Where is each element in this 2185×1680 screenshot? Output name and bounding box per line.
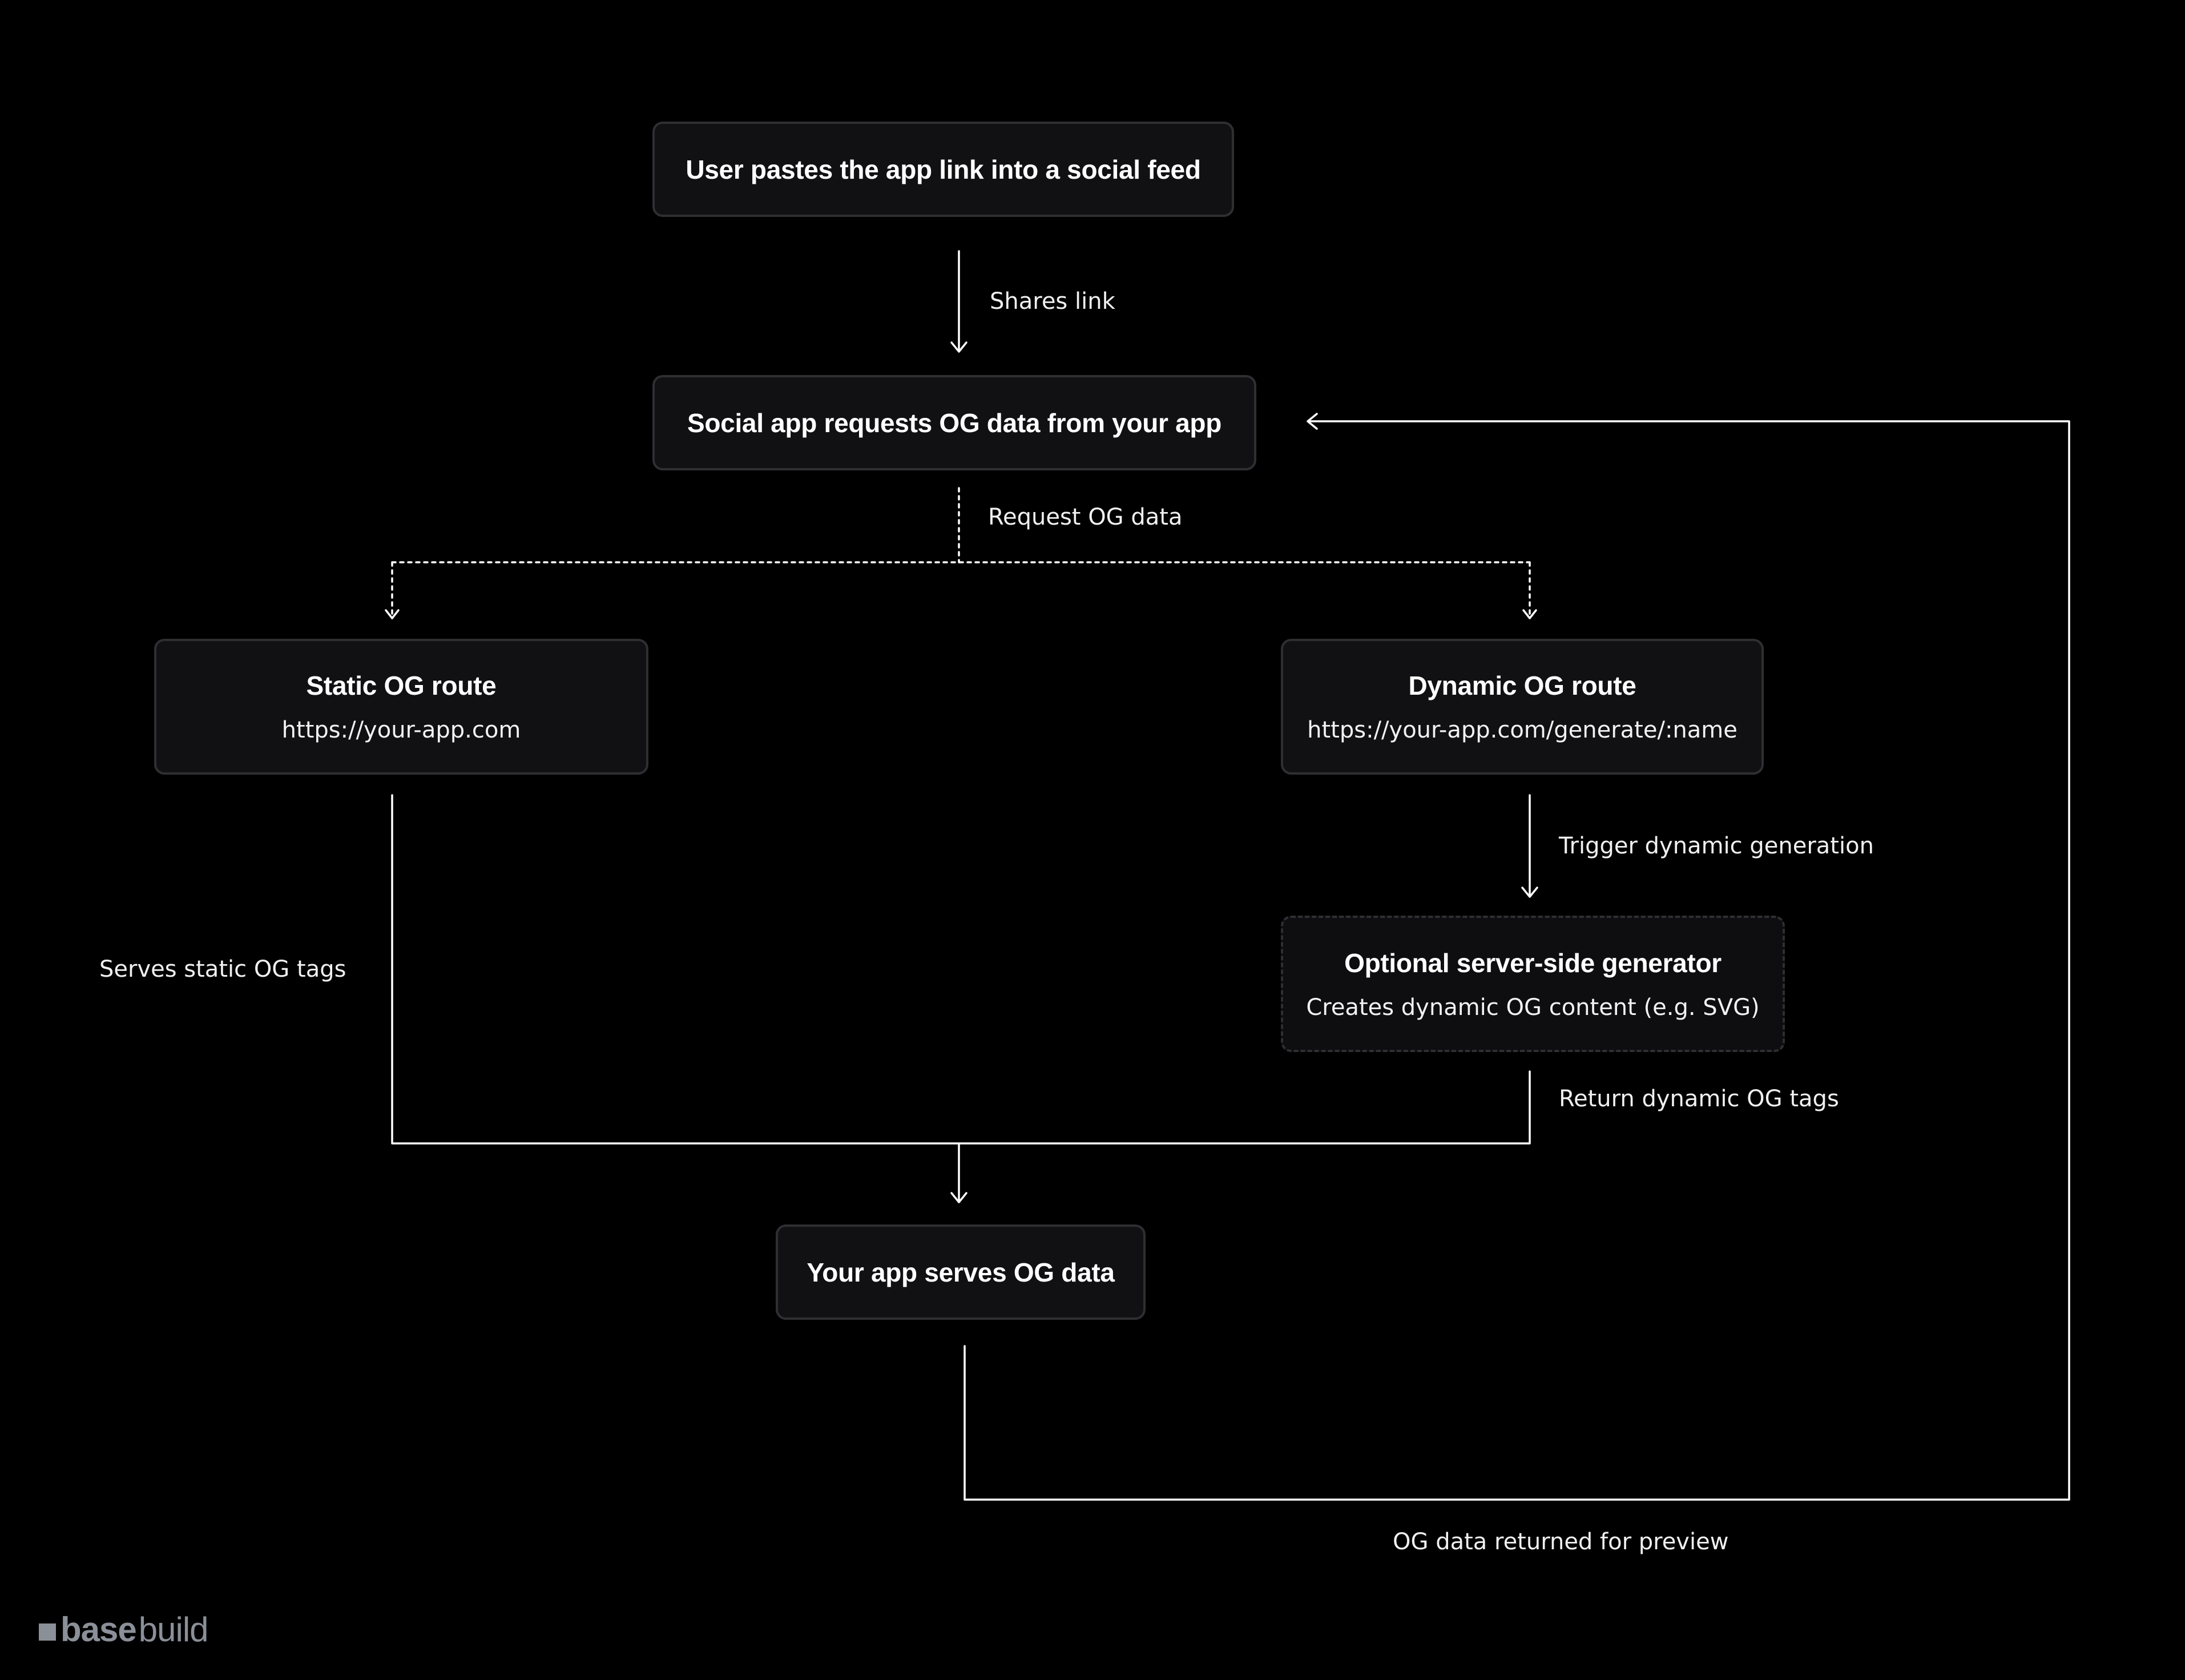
arrowhead-dynamic-route [1522, 609, 1537, 619]
node-server-side-generator: Optional server-side generator Creates d… [1281, 916, 1785, 1052]
node-subtitle: https://your-app.com [281, 717, 521, 743]
label-shares-link: Shares link [990, 288, 1115, 315]
node-title: Social app requests OG data from your ap… [687, 408, 1222, 438]
node-dynamic-og-route: Dynamic OG route https://your-app.com/ge… [1281, 639, 1764, 775]
label-og-data-returned: OG data returned for preview [1393, 1529, 1729, 1555]
label-request-og-data: Request OG data [988, 504, 1183, 530]
node-subtitle: Creates dynamic OG content (e.g. SVG) [1306, 994, 1760, 1021]
node-title: User pastes the app link into a social f… [686, 154, 1201, 184]
base-build-logo: base build [39, 1610, 209, 1649]
logo-square-icon [39, 1623, 56, 1641]
node-title: Static OG route [306, 671, 497, 700]
logo-word-build: build [138, 1610, 209, 1649]
label-return-dynamic-og-tags: Return dynamic OG tags [1559, 1086, 1839, 1112]
node-title: Dynamic OG route [1408, 671, 1636, 700]
connector-request-og [391, 487, 1531, 619]
label-serves-static-og-tags: Serves static OG tags [99, 956, 346, 982]
arrowhead-generator [1521, 887, 1538, 898]
node-user-pastes-link: User pastes the app link into a social f… [652, 122, 1234, 217]
node-social-app-requests: Social app requests OG data from your ap… [652, 375, 1256, 470]
arrowhead-shares-link [950, 341, 967, 353]
connector-merge [391, 794, 1531, 1203]
node-subtitle: https://your-app.com/generate/:name [1307, 717, 1737, 743]
logo-word-base: base [61, 1610, 137, 1649]
node-title: Optional server-side generator [1344, 948, 1722, 978]
node-static-og-route: Static OG route https://your-app.com [154, 639, 648, 775]
node-title: Your app serves OG data [807, 1257, 1115, 1287]
arrowhead-static-route [385, 609, 400, 619]
connector-og-returned [964, 420, 2070, 1501]
arrowhead-social-requests [1307, 413, 1318, 430]
arrowhead-app-serves [950, 1192, 967, 1203]
node-app-serves-og-data: Your app serves OG data [776, 1224, 1146, 1320]
label-trigger-dynamic-generation: Trigger dynamic generation [1559, 833, 1874, 859]
